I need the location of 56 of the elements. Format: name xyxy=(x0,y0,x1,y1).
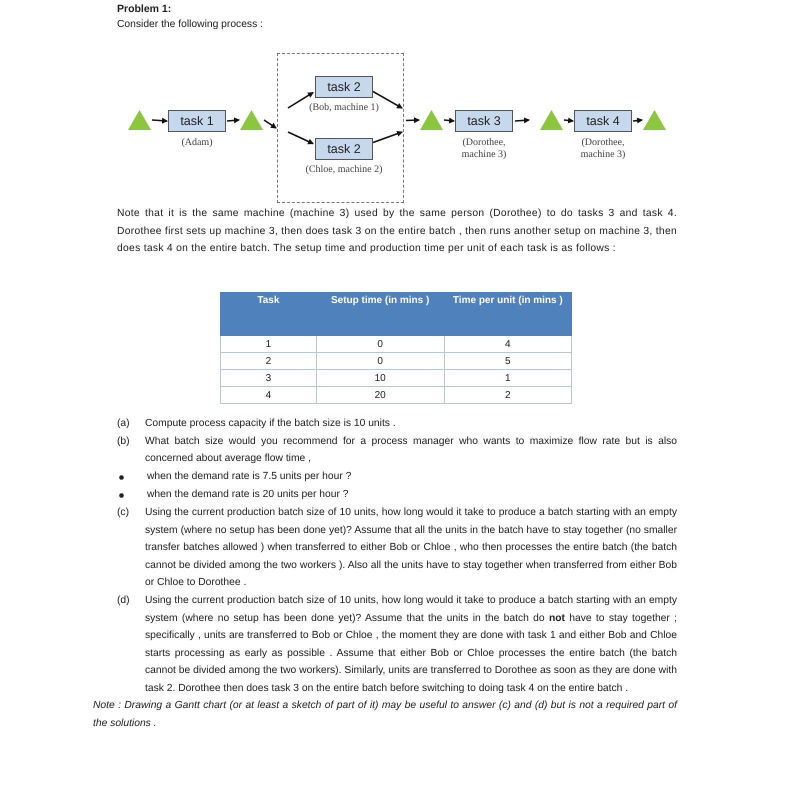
question-text: Using the current production batch size of 10 units, how long would it take to produce a batch starting with an empty system (where no setup has been done yet)? Assume that the units in the batch do not have to stay together ; specifically , units are transferred to Bob or Chloe , the moment they are done with task 1 and either Bob and Chloe starts processing as early as possible . Assume that either Bob or Chloe processes the entire batch (the batch cannot be divided among the two workers). Similarly, units are transferred to Dorothee as soon as they are done with task 2. Dorothee then does task 3 on the entire batch before switching to doing task 4 on the entire batch . xyxy=(145,594,677,696)
table-cell: 10 xyxy=(316,370,444,386)
arrow xyxy=(372,90,403,109)
table-cell: 3 xyxy=(220,370,316,386)
table-cell: 1 xyxy=(220,336,316,352)
arrow xyxy=(226,117,240,124)
intro-text: Consider the following process : xyxy=(117,19,263,30)
task-box: task 1 xyxy=(168,110,226,132)
arrow xyxy=(288,92,314,109)
worker-caption: (Dorothee, machine 3) xyxy=(460,137,508,161)
table-cell: 4 xyxy=(220,386,316,404)
inventory-triangle xyxy=(420,110,443,130)
table-cell: 0 xyxy=(316,336,444,352)
worker-caption: (Dorothee, machine 3) xyxy=(580,137,626,161)
arrow xyxy=(152,118,168,124)
inventory-triangle xyxy=(540,110,563,130)
question-marker: (d) xyxy=(117,595,130,606)
table-header-cell: Setup time (in mins ) xyxy=(316,292,444,336)
task-box: task 2 xyxy=(315,76,373,98)
parallel-stage-frame xyxy=(277,53,404,203)
table-cell: 2 xyxy=(220,352,316,370)
task-box: task 3 xyxy=(455,110,513,132)
arrow xyxy=(444,118,455,124)
table-cell: 2 xyxy=(444,386,572,404)
arrow xyxy=(564,117,574,124)
inventory-triangle xyxy=(128,110,151,130)
question-marker: (b) xyxy=(117,436,130,446)
arrow xyxy=(632,118,643,124)
question-text: Compute process capacity if the batch size is 10 units . xyxy=(145,416,397,430)
worker-caption: (Adam) xyxy=(180,137,214,149)
table-header-cell: Time per unit (in mins ) xyxy=(444,292,572,336)
arrow xyxy=(288,131,314,144)
question-marker: (a) xyxy=(117,418,130,428)
task-box: task 4 xyxy=(574,110,632,132)
worker-caption: (Chloe, machine 2) xyxy=(304,164,384,176)
arrow xyxy=(406,117,420,124)
inventory-triangle xyxy=(240,110,263,130)
table-cell: 1 xyxy=(444,370,572,386)
question-text: when the demand rate is 7.5 units per hour ? xyxy=(147,470,352,484)
arrow xyxy=(372,130,403,144)
note-text: Note : Drawing a Gantt chart (or at least a sketch of part of it) may be useful to answer (c) and (d) but is not a required part of the solutions . xyxy=(93,699,677,730)
table-cell: 4 xyxy=(444,336,572,352)
inventory-triangle xyxy=(643,110,666,130)
question-text: when the demand rate is 20 units per hour ? xyxy=(147,488,350,502)
question-marker: (c) xyxy=(117,507,130,518)
arrow xyxy=(514,117,530,124)
paragraph: Note that it is the same machine (machine 3) used by the same person (Dorothee) to do tasks 3 and task 4. Dorothee first sets up machine 3, then does task 3 on the entire batch , then runs another setup on machine 3, then does task 4 on the entire batch. The setup time and production time per unit of each task is as follows : xyxy=(117,207,677,256)
table-cell: 20 xyxy=(316,386,444,404)
table-cell: 0 xyxy=(316,352,444,370)
task-box: task 2 xyxy=(315,138,373,160)
worker-caption: (Bob, machine 1) xyxy=(308,102,380,114)
arrow xyxy=(264,119,277,129)
table-header-cell: Task xyxy=(220,292,316,336)
question-text: Using the current production batch size of 10 units, how long would it take to produce a batch starting with an empty system (where no setup has been done yet)? Assume that all the units in the batch have to stay together (no smaller transfer batches allowed ) when transferred to either Bob or Chloe , who then processes the entire batch (the batch cannot be divided among the two workers ). Also all the units have to stay together when transferred from either Bob or Chloe to Dorothee . xyxy=(145,506,677,590)
table-cell: 5 xyxy=(444,352,572,370)
problem-heading: Problem 1: xyxy=(117,3,172,15)
